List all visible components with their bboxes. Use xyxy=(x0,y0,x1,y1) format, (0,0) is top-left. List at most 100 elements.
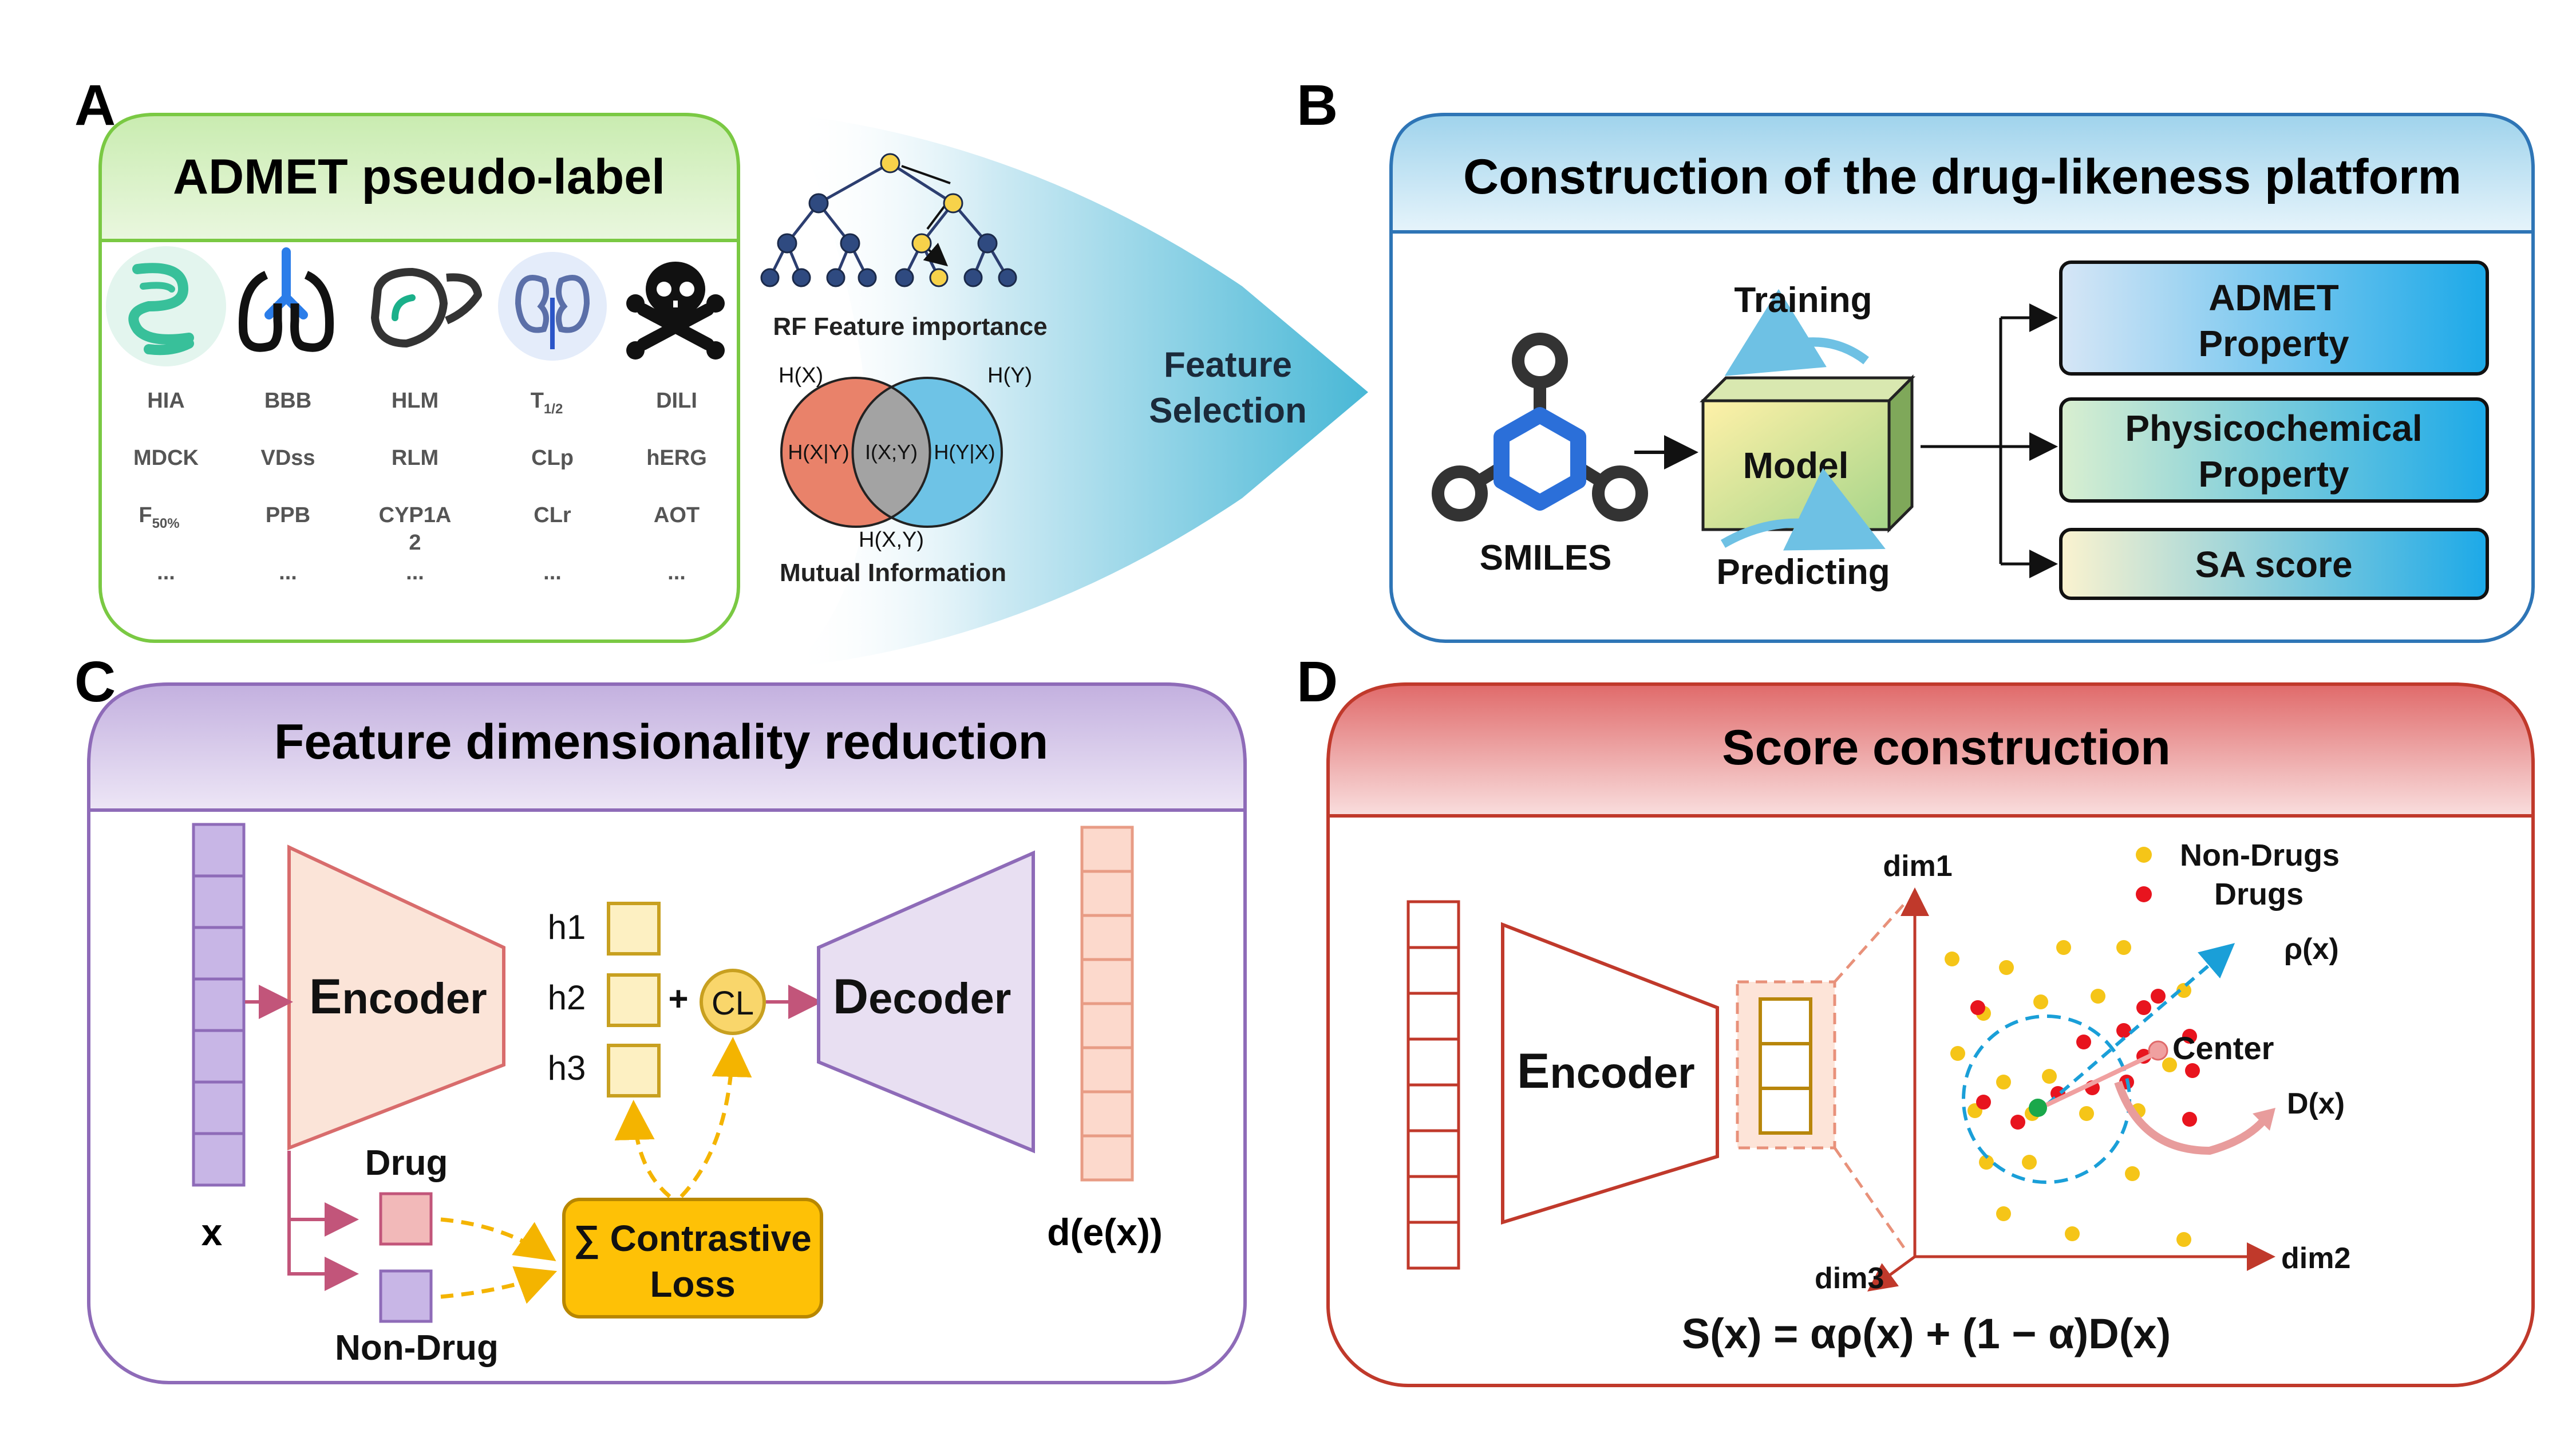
label-cyp1a-2: 2 xyxy=(409,531,421,555)
label-hlm: HLM xyxy=(392,389,438,413)
hidden-h3-label: h3 xyxy=(548,1049,586,1087)
label-ellipsis-4: ... xyxy=(543,560,562,585)
d-input-vector xyxy=(1406,900,1460,1270)
panel-letter-d: D xyxy=(1297,650,1338,714)
score-formula: S(x) = αρ(x) + (1 − α)D(x) xyxy=(1682,1310,2171,1357)
label-clp: CLp xyxy=(531,446,574,470)
d-encoder-label: Encoder xyxy=(1517,1044,1695,1099)
output-branch-arrows xyxy=(1921,303,2058,578)
cl-label: CL xyxy=(712,985,754,1022)
panel-b-header xyxy=(1389,113,2535,234)
training-label: Training xyxy=(1734,281,1872,320)
panel-letter-a: A xyxy=(74,73,116,137)
output-sa: SA score xyxy=(2195,544,2352,585)
panel-a-title: ADMET pseudo-label xyxy=(173,149,665,204)
axis-dim3-label: dim3 xyxy=(1815,1262,1884,1295)
decoder-trapezoid xyxy=(817,850,1035,1154)
rho-arrow xyxy=(2045,943,2235,1107)
nondrug-box xyxy=(379,1269,433,1323)
label-hia: HIA xyxy=(147,389,184,413)
predicting-label: Predicting xyxy=(1716,552,1890,592)
rf-tree-diagram xyxy=(768,161,1009,278)
latent-vector xyxy=(1759,997,1812,1135)
output-physchem-line2: Property xyxy=(2198,453,2349,495)
model-label: Model xyxy=(1743,445,1849,486)
label-ellipsis-5: ... xyxy=(667,560,686,585)
label-ppb: PPB xyxy=(266,503,310,527)
panel-c: C Feature dimensionality reduction x Enc… xyxy=(74,650,1247,1384)
label-ellipsis-1: ... xyxy=(157,560,175,585)
legend-nondrug-dot xyxy=(2136,847,2152,863)
axis-dim2-label: dim2 xyxy=(2281,1242,2350,1275)
panel-letter-b: B xyxy=(1297,73,1338,137)
input-x-label: x xyxy=(202,1211,223,1253)
feature-selection-label-2: Selection xyxy=(1149,391,1307,431)
panel-a-header xyxy=(98,113,740,242)
label-ellipsis-3: ... xyxy=(406,560,424,585)
drug-label: Drug xyxy=(365,1143,448,1183)
admet-labels: HIA MDCK F50% ... BBB VDss PPB ... HLM R… xyxy=(133,389,707,585)
hidden-h1-label: h1 xyxy=(548,908,586,946)
encoder-to-nondrug-arrow xyxy=(287,1151,359,1291)
panel-b-title: Construction of the drug-likeness platfo… xyxy=(1463,149,2462,204)
rho-label: ρ(x) xyxy=(2284,933,2339,966)
output-physchem-line1: Physicochemical xyxy=(2125,408,2422,449)
intestine-icon xyxy=(106,246,226,366)
rf-tree-nodes xyxy=(760,153,1017,287)
panel-c-title: Feature dimensionality reduction xyxy=(274,714,1048,769)
output-label: d(e(x)) xyxy=(1047,1211,1163,1253)
output-box-admet xyxy=(2059,260,2489,376)
loss-to-cl-arrow xyxy=(679,1037,752,1198)
drug-box xyxy=(379,1192,433,1246)
dx-label: D(x) xyxy=(2287,1087,2345,1120)
liver-icon xyxy=(371,268,482,348)
venn-hx: H(X) xyxy=(779,364,823,388)
label-mdck: MDCK xyxy=(133,446,199,470)
venn-label: Mutual Information xyxy=(780,559,1006,587)
panel-d-header xyxy=(1326,682,2535,818)
molecule-icon xyxy=(1432,333,1648,522)
center-distance-line xyxy=(2045,1051,2156,1107)
venn-hy: H(Y) xyxy=(987,364,1032,388)
training-arrow xyxy=(1724,289,1869,376)
contrastive-loss-line2: Loss xyxy=(650,1264,735,1305)
dx-arrow xyxy=(2114,1080,2270,1155)
contrastive-loss-line1: ∑ Contrastive xyxy=(574,1218,812,1260)
legend-drugs: Drugs xyxy=(2214,877,2304,911)
label-aot: AOT xyxy=(654,503,700,527)
encoder-trapezoid xyxy=(287,844,505,1151)
label-ellipsis-2: ... xyxy=(279,560,297,585)
hidden-h2-label: h2 xyxy=(548,978,586,1017)
venn-diagram: H(X) H(Y) H(X|Y) I(X;Y) H(Y|X) H(X,Y) Mu… xyxy=(779,364,1032,587)
contrastive-loss-box xyxy=(562,1198,823,1318)
hidden-h3-box xyxy=(607,1044,661,1098)
kidney-icon xyxy=(498,252,607,361)
hidden-h1-box xyxy=(607,902,661,956)
panel-a: A ADMET pseudo-label xyxy=(74,73,1368,667)
smiles-label: SMILES xyxy=(1480,538,1612,578)
venn-ixy: I(X;Y) xyxy=(865,440,918,464)
plus-sign: + xyxy=(668,980,688,1018)
legend-nondrugs: Non-Drugs xyxy=(2180,838,2340,873)
decoder-label: Decoder xyxy=(833,969,1011,1024)
predicting-arrow xyxy=(1720,468,1886,551)
nondrug-label: Non-Drug xyxy=(335,1328,499,1368)
panel-d: D Score construction Encoder xyxy=(1297,650,2535,1387)
legend-drug-dot xyxy=(2136,886,2152,902)
output-box-physchem xyxy=(2059,397,2489,503)
encoder-label: Encoder xyxy=(309,969,487,1024)
dx-arrow-head xyxy=(2253,1108,2275,1131)
loss-to-hidden-arrow xyxy=(614,1100,671,1198)
feature-selection-label-1: Feature xyxy=(1164,345,1292,385)
venn-hxgy: H(X|Y) xyxy=(788,440,849,464)
venn-hygx: H(Y|X) xyxy=(934,440,995,464)
sample-point xyxy=(2029,1099,2047,1117)
panel-b: B Construction of the drug-likeness plat… xyxy=(1297,73,2535,643)
output-vector xyxy=(1080,826,1134,1182)
axis-dim1-label: dim1 xyxy=(1883,850,1952,883)
center-label: Center xyxy=(2172,1030,2274,1066)
input-vector xyxy=(192,823,246,1187)
output-box-sa xyxy=(2059,528,2489,600)
output-admet-line1: ADMET xyxy=(2208,277,2339,318)
d-encoder-trapezoid xyxy=(1501,922,1719,1225)
